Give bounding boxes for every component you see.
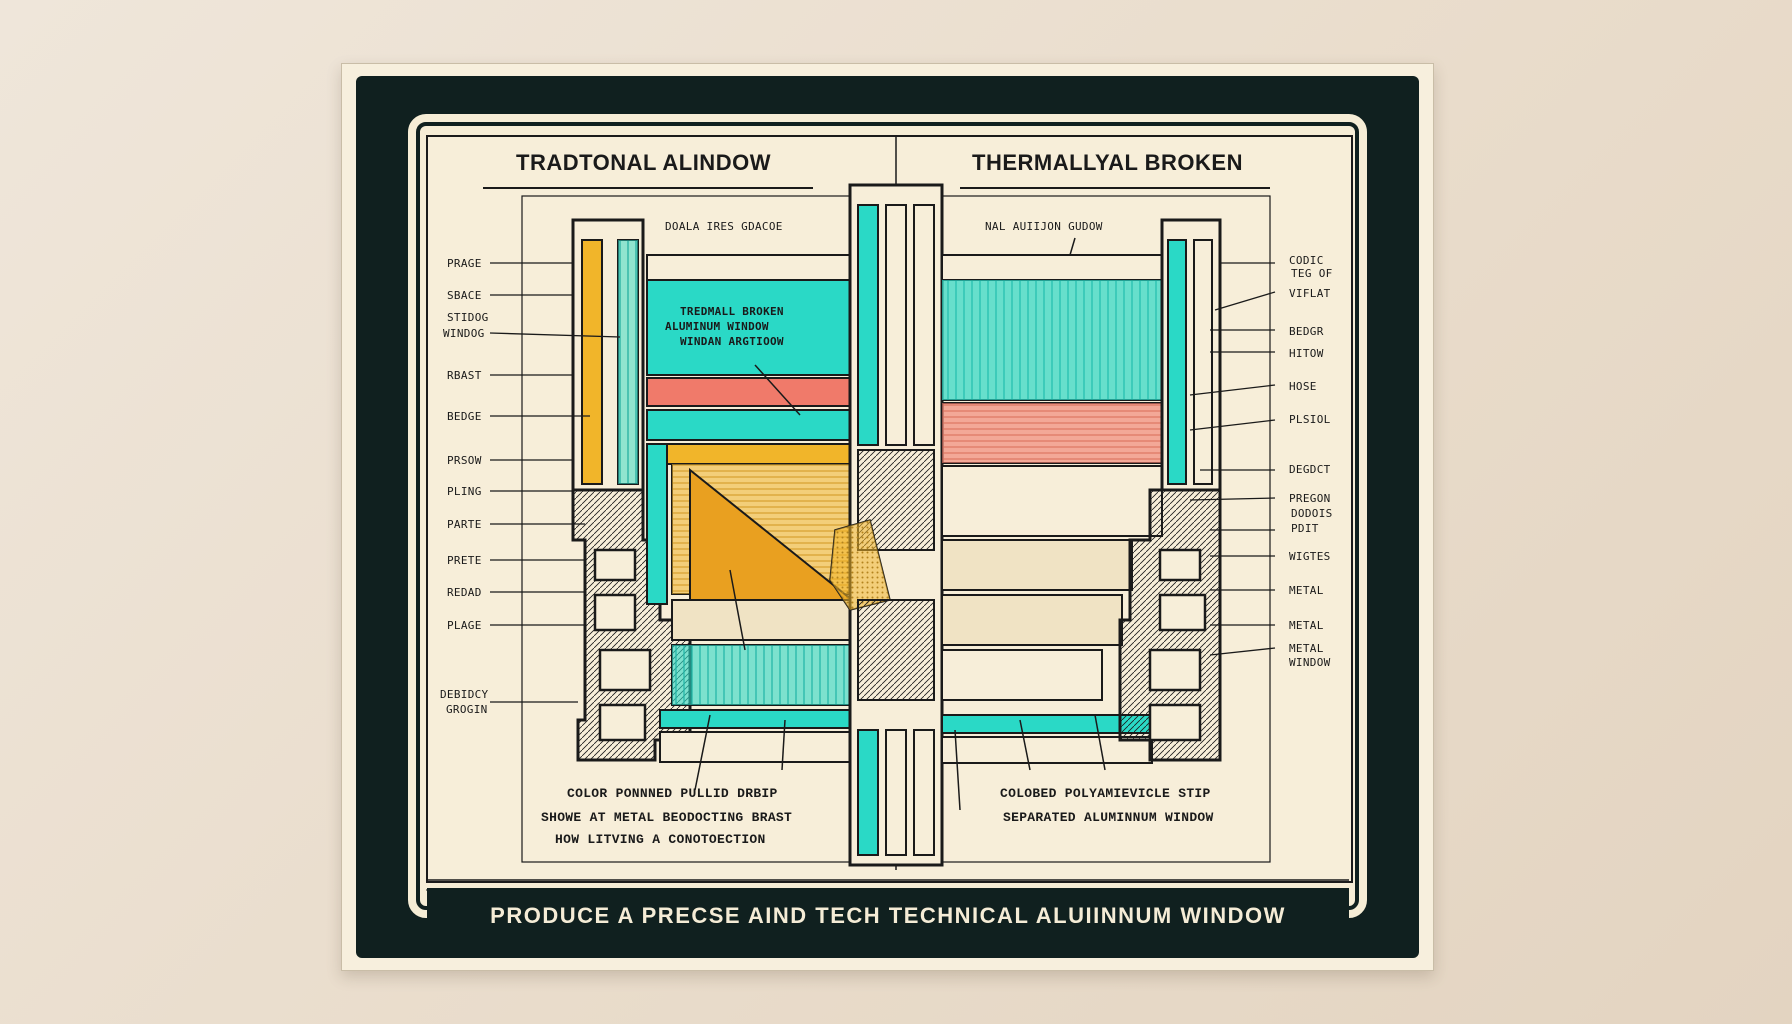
right-label: VIFLAT bbox=[1289, 287, 1331, 300]
callout-pointers bbox=[694, 237, 1106, 811]
left-label: GROGIN bbox=[446, 703, 488, 716]
right-label: HITOW bbox=[1289, 347, 1324, 360]
left-label: PRSOW bbox=[447, 454, 482, 467]
left-label: WINDOG bbox=[443, 327, 485, 340]
right-footnote: SEPARATED ALUMINNUM WINDOW bbox=[1003, 810, 1214, 825]
right-frame-profile bbox=[1118, 218, 1222, 762]
right-label: WINDOW bbox=[1289, 656, 1331, 669]
right-top-note: NAL AUIIJON GUDOW bbox=[985, 220, 1103, 233]
right-footnote: COLOBED POLYAMIEVICLE STIP bbox=[1000, 786, 1211, 801]
left-label: PRAGE bbox=[447, 257, 482, 270]
left-label: DEBIDCY bbox=[440, 688, 489, 701]
right-leader-lines bbox=[1189, 262, 1276, 656]
right-label: BEDGR bbox=[1289, 325, 1324, 338]
thermal-break-strip bbox=[829, 183, 944, 867]
center-callout-line-1: TREDMALL BROKEN bbox=[680, 305, 784, 318]
left-frame-profile bbox=[571, 218, 692, 762]
left-top-note: DOALA IRES GDACOE bbox=[665, 220, 783, 233]
left-title-underline bbox=[483, 187, 813, 189]
left-label: RBAST bbox=[447, 369, 482, 382]
right-label: METAL bbox=[1289, 584, 1324, 597]
left-label: BEDGE bbox=[447, 410, 482, 423]
right-label: METAL bbox=[1289, 619, 1324, 632]
right-label: PREGON bbox=[1289, 492, 1331, 505]
right-label: CODIC bbox=[1289, 254, 1324, 267]
left-title: TRADTONAL ALINDOW bbox=[516, 150, 771, 175]
left-footnote: COLOR PONNNED PULLID DRBIP bbox=[567, 786, 778, 801]
right-label: WIGTES bbox=[1289, 550, 1331, 563]
left-label: SBACE bbox=[447, 289, 482, 302]
right-label: DODOIS bbox=[1291, 507, 1333, 520]
left-footnote: HOW LITVING A CONOTOECTION bbox=[555, 832, 766, 847]
left-leader-lines bbox=[489, 262, 621, 703]
bottom-banner: PRODUCE A PRECSE AIND TECH TECHNICAL ALU… bbox=[427, 888, 1349, 944]
left-label: PLING bbox=[447, 485, 482, 498]
right-label: METAL bbox=[1289, 642, 1324, 655]
right-label: DEGDCT bbox=[1289, 463, 1331, 476]
left-footnote: SHOWE AT METAL BEODOCTING BRAST bbox=[541, 810, 793, 825]
left-label: PARTE bbox=[447, 518, 482, 531]
center-callout-line-2: ALUMINUM WINDOW bbox=[665, 320, 769, 333]
left-label: STIDOG bbox=[447, 311, 489, 324]
right-label: PDIT bbox=[1291, 522, 1319, 535]
left-glass-panels bbox=[646, 254, 861, 763]
left-label: PRETE bbox=[447, 554, 482, 567]
left-label: PLAGE bbox=[447, 619, 482, 632]
right-title: THERMALLYAL BROKEN bbox=[972, 150, 1243, 175]
right-label: TEG OF bbox=[1291, 267, 1333, 280]
right-title-underline bbox=[960, 187, 1270, 189]
right-label: PLSIOL bbox=[1289, 413, 1331, 426]
center-callout-line-3: WINDAN ARGTIOOW bbox=[680, 335, 784, 348]
left-label: REDAD bbox=[447, 586, 482, 599]
right-glass-panels bbox=[941, 254, 1163, 764]
right-label: HOSE bbox=[1289, 380, 1317, 393]
